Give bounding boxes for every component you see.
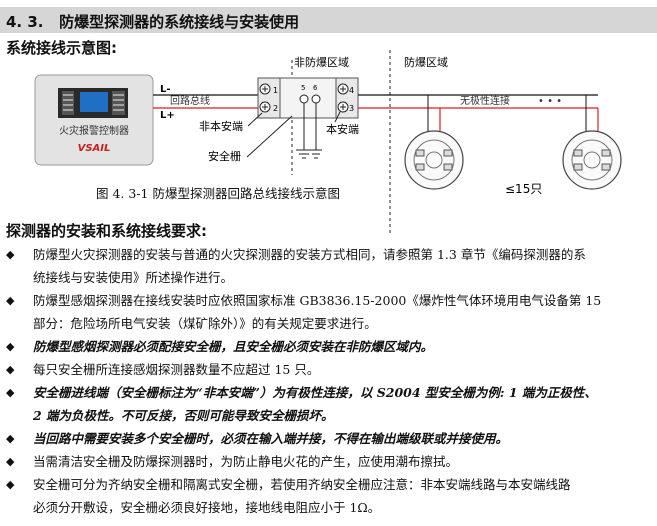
barrier-label: 安全栅 xyxy=(208,149,241,163)
list-item: ◆ 安全栅进线端（安全栅标注为“非本安端”）为有极性连接，以 S2004 型安全栅… xyxy=(6,381,643,427)
diamond-bullet-icon: ◆ xyxy=(6,478,15,491)
detector-base-2 xyxy=(562,130,622,190)
list-item-line: 部分：危险场所电气安装（煤矿除外）》的有关规定要求进行。 xyxy=(33,316,377,331)
diamond-bullet-icon: ◆ xyxy=(6,340,15,353)
list-item-line: 统接线与安装使用》所述操作进行。 xyxy=(33,270,234,285)
terminal-4: 4 xyxy=(349,86,354,95)
section-header: 4. 3. 防爆型探测器的系统接线与安装使用 xyxy=(0,7,657,33)
list-item-line: 防爆型感烟探测器在接线安装时应依照国家标准 GB3836.15-2000《爆炸性… xyxy=(33,293,602,308)
panel-brand: VSAIL xyxy=(78,143,111,154)
ground-icon xyxy=(296,103,322,159)
list-item: ◆ 当回路中需要安装多个安全栅时，必须在输入端并接，不得在输出端级联或并接使用。 xyxy=(6,427,643,450)
section-title: 4. 3. 防爆型探测器的系统接线与安装使用 xyxy=(6,11,299,32)
list-item-line: 2 端为负极性。不可反接，否则可能导致安全栅损坏。 xyxy=(33,408,334,423)
terminal-3: 3 xyxy=(349,104,354,113)
detector-base-1 xyxy=(404,130,464,190)
section-title-text: 防爆型探测器的系统接线与安装使用 xyxy=(59,13,300,31)
figure-caption: 图 4. 3-1 防爆型探测器回路总线接线示意图 xyxy=(96,186,340,201)
safety-barrier: 1 2 4 3 5 6 xyxy=(257,77,359,119)
l-minus-label: L- xyxy=(160,84,171,95)
wiring-diagram: 火灾报警控制器 VSAIL 非防爆区域 防爆区域 L- L+ 回路总线 1 2 … xyxy=(34,50,622,235)
diamond-bullet-icon: ◆ xyxy=(6,455,15,468)
terminal-1: 1 xyxy=(273,86,278,95)
list-item: ◆ 当需清洁安全栅及防爆探测器时，为防止静电火花的产生，应使用潮布擦拭。 xyxy=(6,450,643,473)
section-number: 4. 3. xyxy=(6,13,44,31)
list-item: ◆ 每只安全栅所连接感烟探测器数量不应超过 15 只。 xyxy=(6,358,643,381)
terminal-6: 6 xyxy=(313,84,318,92)
list-item-line: 安全栅进线端（安全栅标注为“非本安端”）为有极性连接，以 S2004 型安全栅为… xyxy=(33,385,597,400)
fire-alarm-controller: 火灾报警控制器 VSAIL xyxy=(34,74,154,166)
controller-screen xyxy=(80,92,108,112)
nonsafe-end-label: 非本安端 xyxy=(199,119,243,133)
panel-label: 火灾报警控制器 xyxy=(59,124,129,137)
diamond-bullet-icon: ◆ xyxy=(6,294,15,307)
terminal-2: 2 xyxy=(273,104,278,113)
nonpolar-label: 无极性连接 xyxy=(460,94,510,107)
wiring-heading: 系统接线示意图: xyxy=(6,39,117,57)
diamond-bullet-icon: ◆ xyxy=(6,386,15,399)
diamond-bullet-icon: ◆ xyxy=(6,363,15,376)
zone-nonex-label: 非防爆区域 xyxy=(294,55,349,69)
diamond-bullet-icon: ◆ xyxy=(6,248,15,261)
list-item: ◆ 安全栅可分为齐纳安全栅和隔离式安全栅，若使用齐纳安全栅应注意：非本安端线路与本… xyxy=(6,473,643,519)
list-item-line: 安全栅可分为齐纳安全栅和隔离式安全栅，若使用齐纳安全栅应注意：非本安端线路与本安… xyxy=(33,477,571,492)
loop-bus-label: 回路总线 xyxy=(170,94,210,107)
list-item-line: 必须分开敷设，安全栅必须良好接地，接地线电阻应小于 1Ω。 xyxy=(33,500,381,515)
terminal-5: 5 xyxy=(301,84,305,92)
continuation-dots: • • • xyxy=(538,96,562,107)
list-item-line: 防爆型感烟探测器必须配接安全栅，且安全栅必须安装在非防爆区域内。 xyxy=(33,339,434,354)
install-heading: 探测器的安装和系统接线要求: xyxy=(6,222,207,240)
diamond-bullet-icon: ◆ xyxy=(6,432,15,445)
list-item: ◆ 防爆型感烟探测器在接线安装时应依照国家标准 GB3836.15-2000《爆炸… xyxy=(6,289,643,335)
safe-end-label: 本安端 xyxy=(326,122,359,136)
l-plus-label: L+ xyxy=(160,110,175,121)
list-item-line: 每只安全栅所连接感烟探测器数量不应超过 15 只。 xyxy=(33,362,320,377)
detector-count-label: ≤15只 xyxy=(505,182,542,196)
list-item: ◆ 防爆型感烟探测器必须配接安全栅，且安全栅必须安装在非防爆区域内。 xyxy=(6,335,643,358)
list-item-line: 防爆型火灾探测器的安装与普通的火灾探测器的安装方式相同，请参照第 1.3 章节《… xyxy=(33,247,586,262)
zone-ex-label: 防爆区域 xyxy=(404,55,448,69)
list-item-line: 当需清洁安全栅及防爆探测器时，为防止静电火花的产生，应使用潮布擦拭。 xyxy=(33,454,459,469)
list-item: ◆ 防爆型火灾探测器的安装与普通的火灾探测器的安装方式相同，请参照第 1.3 章节… xyxy=(6,243,643,289)
list-item-line: 当回路中需要安装多个安全栅时，必须在输入端并接，不得在输出端级联或并接使用。 xyxy=(33,431,509,446)
